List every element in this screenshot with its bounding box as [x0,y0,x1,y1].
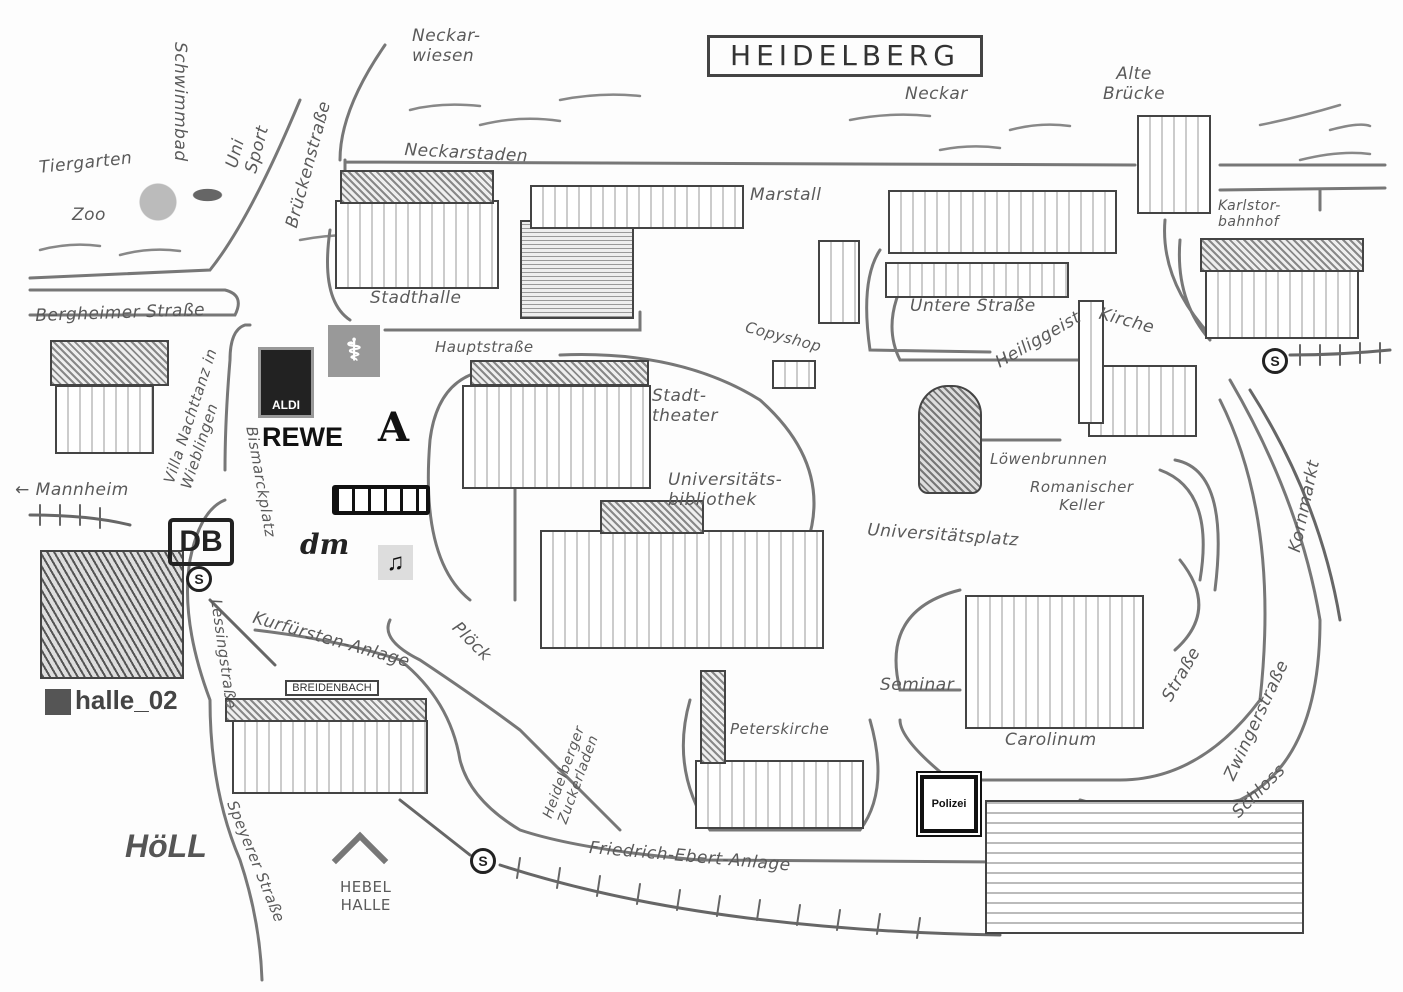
breidenbach-building[interactable] [232,720,428,794]
heiliggeistkirche-tower [1078,300,1104,424]
label-line: Alte [1116,64,1152,84]
marstall-tower [818,240,860,324]
label-marstall: Marstall [750,185,822,205]
alte-bruecke-gate[interactable] [1137,115,1211,214]
neckar-river-waves [38,93,1372,257]
label-untere-strasse: Untere Straße [910,296,1036,316]
villa-nachttanz-roof [50,340,169,386]
label-line: bahnhof [1218,214,1280,230]
road-brueckenstrasse [28,43,387,280]
sbahn-icon-altstadt[interactable]: S [1262,348,1288,374]
schloss-castle[interactable] [985,800,1304,934]
untere-strasse-houses-lower [885,262,1069,298]
road-friedrich-ebert [386,618,622,832]
label-line: wiesen [412,46,475,66]
label-seminar: Seminar [880,675,955,695]
label-line: theater [652,406,718,426]
road-seminar [894,558,1201,692]
stadthalle-roof [340,170,494,204]
apotheke-logo[interactable]: A [378,404,410,451]
label-line: Karlstor- [1218,198,1281,214]
road-karlstor [1163,188,1322,342]
tram-icon [332,485,430,515]
deutsche-post-logo[interactable]: ♫ [378,545,413,580]
carolinum-building[interactable] [965,595,1144,729]
aldi-logo-text: ALDI [272,398,300,412]
untere-strasse-houses [888,190,1117,254]
apotheke-health-logo[interactable]: ⚕ [328,325,380,377]
label-mannheim[interactable]: ← Mannheim [15,480,129,500]
label-universitaetsbibliothek: Universitäts-bibliothek [668,470,782,510]
copyshop-printer [772,360,816,389]
label-peterskirche: Peterskirche [730,720,830,738]
halle02-logo[interactable]: halle_02 [45,685,178,716]
label-line: Brücke [1103,84,1166,104]
villa-nachttanz-house[interactable] [55,385,154,454]
label-line: Romanischer [1030,478,1134,496]
rewe-logo[interactable]: REWE [262,422,343,452]
universitaetsbibliothek-roof [600,500,704,534]
zoo-animals [125,160,235,230]
peterskirche-spire [700,670,726,764]
stadthalle-building[interactable] [335,200,499,289]
road-kurfuersten-anlage [186,498,1002,982]
hoell-graffiti-logo[interactable]: HöLL [125,828,207,864]
label-line: HALLE [340,896,391,914]
karlstorbahnhof-roof [1200,238,1364,272]
halle02-building[interactable] [40,550,184,679]
breidenbach-sign[interactable]: BREIDENBACH [285,680,379,696]
label-line: Keller [1059,496,1105,514]
label-neckarwiesen: Neckar-wiesen [412,26,480,66]
label-line: Neckar- [412,26,481,46]
label-stadthalle: Stadthalle [370,288,462,308]
road-peterskirche [681,698,880,832]
stadttheater-roof [470,360,649,386]
label-neckar: Neckar [905,84,968,104]
label-line: HEBEL [340,878,392,896]
marstall-building[interactable] [530,185,744,229]
sbahn-icon-weststadt[interactable]: S [470,848,496,874]
polizei-sign[interactable]: Polizei [920,775,978,833]
marstall-courtyard[interactable] [520,220,634,319]
label-line: bibliothek [668,490,757,510]
heiliggeistkirche-building[interactable] [1088,365,1197,437]
label-karlstorbahnhof: Karlstor-bahnhof [1218,198,1281,230]
label-carolinum: Carolinum [1005,730,1097,750]
label-line: Universitäts- [668,470,783,490]
railway-tracks [28,342,1392,939]
dm-logo[interactable]: dm [300,528,350,561]
road-romanischer [1158,458,1220,592]
label-schwimmbad: Schwimmbad [170,42,190,162]
peterskirche-building[interactable] [695,760,864,829]
db-logo[interactable]: DB [168,518,234,566]
road-bergheimer [28,288,252,472]
label-hauptstrasse: Hauptstraße [435,338,534,356]
aldi-logo[interactable]: ALDI [258,347,314,418]
label-stadttheater: Stadt-theater [652,386,718,426]
universitaetsbibliothek-building[interactable] [540,530,824,649]
loewenbrunnen-fountain[interactable] [918,385,982,494]
karlstorbahnhof-building[interactable] [1205,270,1359,339]
label-loewenbrunnen: Löwenbrunnen [990,450,1108,468]
label-line: Stadt- [652,386,707,406]
sbahn-icon-bismarckplatz[interactable]: S [186,566,212,592]
road-hauptstrasse [326,228,642,332]
stadttheater-building[interactable] [462,385,651,489]
road-neckarstaden [343,158,1387,207]
label-zoo: Zoo [72,205,106,225]
map-title: HEIDELBERG [707,35,983,77]
halle02-logo-text: halle_02 [75,685,178,715]
breidenbach-roof [225,698,427,722]
halle02-box-icon [45,689,71,716]
